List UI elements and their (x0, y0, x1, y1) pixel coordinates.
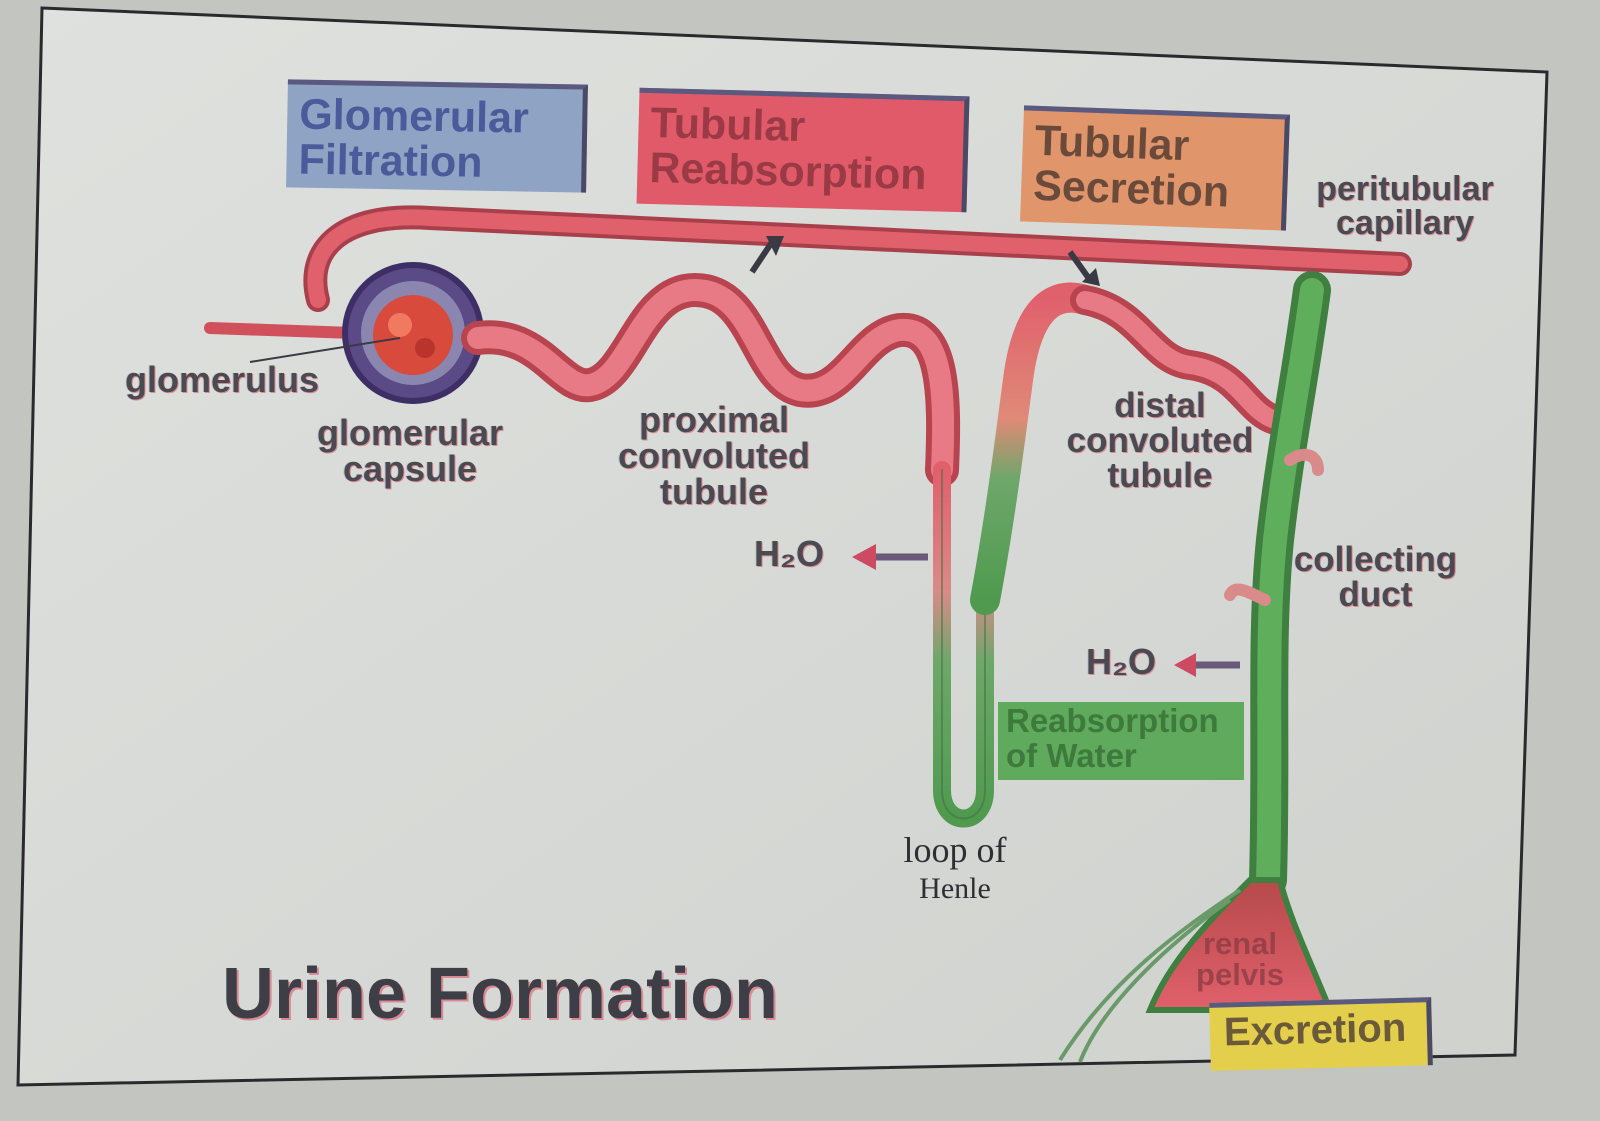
glomerular-filtration-label: Glomerular Filtration (298, 90, 530, 187)
loop-of-henle-label: loop of Henle (903, 830, 1007, 905)
secretion-arrowhead-icon (1082, 268, 1100, 286)
reabsorption-of-water-box: Reabsorption of Water (998, 702, 1244, 780)
tubular-reabsorption-box: Tubular Reabsorption (636, 87, 970, 213)
peritubular-capillary-label: peritubular capillary (1316, 170, 1494, 242)
collecting-duct-core (1256, 278, 1324, 892)
loop-of-henle-outline (941, 469, 986, 820)
tubular-secretion-box: Tubular Secretion (1020, 105, 1290, 231)
tubular-secretion-label: Tubular Secretion (1032, 116, 1230, 217)
thick-ascending-limb (970, 282, 1100, 615)
tubular-reabsorption-label: Tubular Reabsorption (648, 99, 928, 200)
reabsorption-of-water-label: Reabsorption of Water (1006, 702, 1219, 774)
ureter-strands (1058, 888, 1242, 1063)
glomerular-filtration-box: Glomerular Filtration (286, 79, 588, 193)
collecting-duct-branch (1284, 448, 1324, 476)
collecting-duct-branch (1224, 583, 1271, 606)
glomerulus-leader-line (249, 337, 401, 363)
proximal-convoluted-tubule-core (467, 278, 955, 481)
diagram-title: Urine Formation (222, 954, 779, 1034)
renal-pelvis-label: renal pelvis (1196, 926, 1284, 992)
glomerulus-tuft (415, 338, 435, 358)
reabsorption-arrowhead-icon (766, 236, 784, 256)
collecting-duct-label: collecting duct (1293, 540, 1458, 614)
excretion-label: Excretion (1223, 1005, 1407, 1055)
distal-convoluted-tubule-label: distal convoluted tubule (1066, 386, 1254, 495)
proximal-convoluted-tubule-label: proximal convoluted tubule (617, 399, 810, 512)
glomerular-capsule-label: glomerular capsule (316, 412, 504, 489)
secretion-arrow-icon (1067, 250, 1093, 282)
h2o-left-arrowhead-icon (852, 544, 876, 570)
peritubular-capillary-highlight (307, 209, 1408, 308)
h2o-right-arrowhead-icon (1174, 653, 1196, 677)
glomerulus-label: glomerulus (125, 359, 320, 400)
reabsorption-arrow-icon (749, 240, 775, 274)
h2o-right-label: H₂O (1086, 641, 1156, 682)
glomerulus-tuft (388, 313, 412, 337)
distal-convoluted-tubule-core (1076, 291, 1284, 429)
h2o-left-label: H₂O (754, 533, 824, 574)
glomerulus (373, 295, 453, 375)
excretion-box: Excretion (1209, 997, 1433, 1071)
